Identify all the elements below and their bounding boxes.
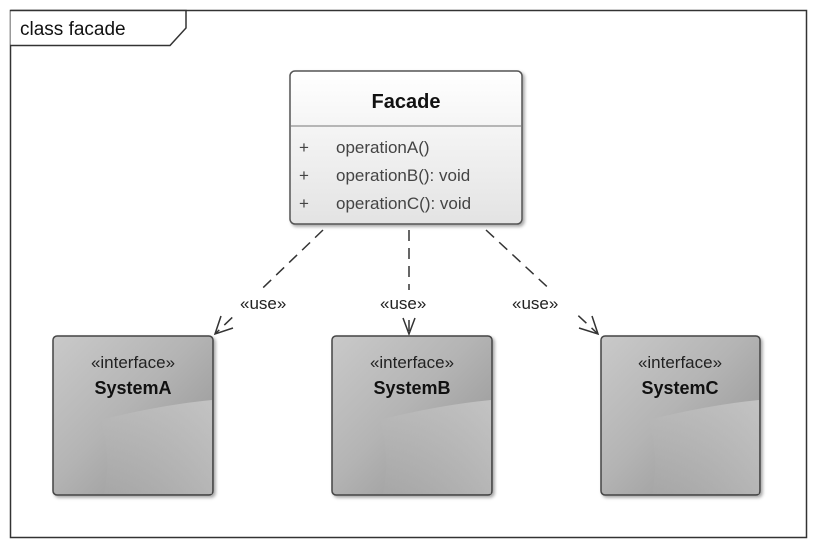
interface-stereotype: «interface» — [370, 353, 454, 372]
operation-signature: operationA() — [336, 138, 430, 157]
facade-operations: + operationA() + operationB(): void + op… — [299, 138, 471, 213]
dependency-line — [485, 229, 599, 335]
interface-stereotype: «interface» — [638, 353, 722, 372]
interface-name: SystemC — [641, 378, 718, 398]
dependency-system-b[interactable]: «use» — [377, 230, 443, 337]
facade-class-name: Facade — [372, 91, 441, 113]
interface-sheen — [648, 400, 759, 494]
interface-sheen — [100, 400, 212, 494]
dependency-line — [214, 229, 324, 335]
dependency-system-a[interactable]: «use» — [213, 229, 324, 336]
operation-visibility: + — [299, 194, 309, 213]
dependency-arrowhead — [402, 317, 416, 337]
interface-name: SystemA — [94, 378, 171, 398]
frame-label-tab — [10, 9, 187, 47]
facade-class-box — [289, 70, 523, 225]
interface-stereotype: «interface» — [91, 353, 175, 372]
dependency-label: «use» — [240, 294, 286, 313]
dependency-system-c[interactable]: «use» — [485, 229, 600, 336]
interface-system-b[interactable]: «interface» SystemB — [331, 335, 493, 496]
interface-system-a[interactable]: «interface» SystemA — [52, 335, 214, 496]
dependency-label: «use» — [512, 294, 558, 313]
interface-sheen — [379, 400, 491, 494]
interface-system-c[interactable]: «interface» SystemC — [600, 335, 761, 496]
operation-signature: operationC(): void — [336, 194, 471, 213]
operation-visibility: + — [299, 166, 309, 185]
dependency-label: «use» — [380, 294, 426, 313]
operation-signature: operationB(): void — [336, 166, 470, 185]
label-background — [508, 290, 574, 314]
label-background — [377, 290, 443, 314]
dependency-arrowhead — [213, 315, 234, 336]
facade-class[interactable] — [289, 70, 523, 225]
interface-name: SystemB — [373, 378, 450, 398]
label-background — [236, 290, 302, 314]
operation-visibility: + — [299, 138, 309, 157]
dependency-arrowhead — [578, 315, 600, 336]
frame-label: class facade — [20, 19, 126, 40]
